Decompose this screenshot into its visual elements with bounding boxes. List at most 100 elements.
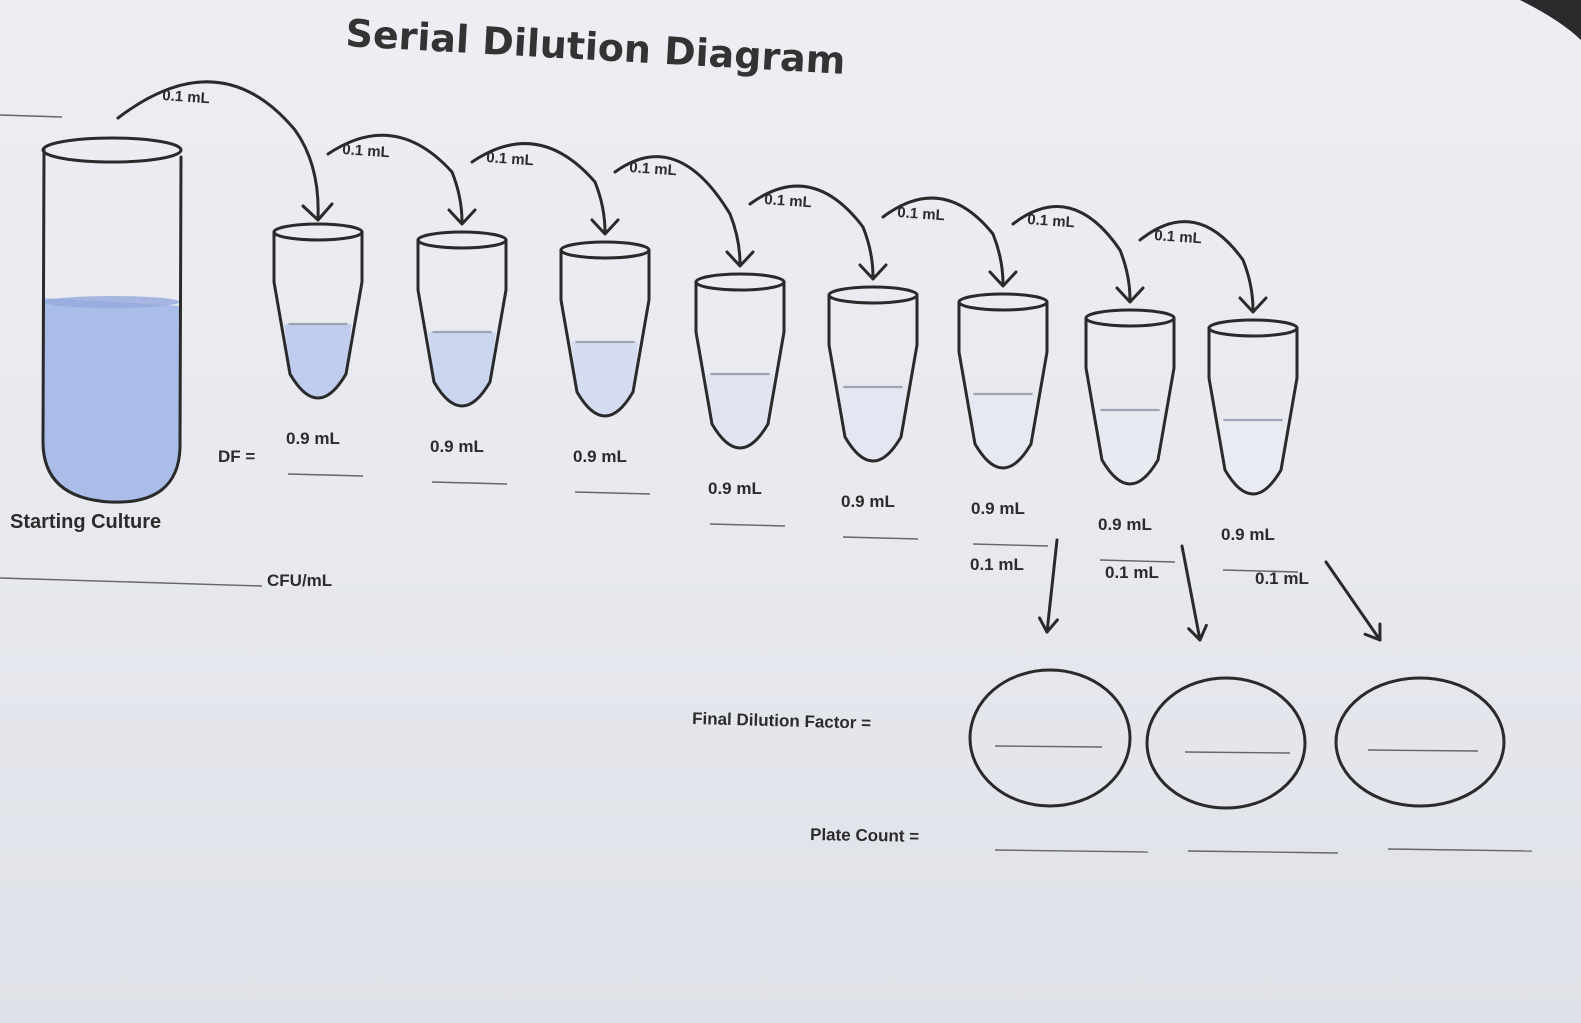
tube-volume-label: 0.9 mL bbox=[1221, 525, 1275, 544]
tube-rim bbox=[416, 230, 508, 250]
plating-arrows: 0.1 mL 0.1 mL 0.1 mL bbox=[970, 538, 1382, 642]
plating-arrow: 0.1 mL bbox=[1105, 544, 1208, 642]
df-label: DF = bbox=[218, 447, 255, 466]
microtube: 0.9 mL bbox=[1207, 318, 1299, 573]
petri-plate bbox=[1145, 676, 1307, 810]
transfer-arrow bbox=[1011, 205, 1132, 302]
transfer-label: 0.1 mL bbox=[764, 191, 813, 211]
transfer-arrow bbox=[613, 155, 742, 266]
final-dilution-factor-label: Final Dilution Factor = bbox=[692, 709, 871, 733]
tube-volume-label: 0.9 mL bbox=[841, 492, 895, 511]
petri-plates bbox=[968, 668, 1506, 810]
plating-arrowhead bbox=[1037, 616, 1059, 634]
transfer-arrowhead bbox=[725, 250, 755, 268]
tube-outline bbox=[694, 280, 786, 450]
transfer-arrowhead-0 bbox=[301, 202, 334, 222]
transfer-label: 0.1 mL bbox=[342, 141, 391, 161]
tube-volume-label: 0.9 mL bbox=[430, 437, 484, 456]
petri-plate-outline bbox=[968, 668, 1132, 808]
transfer-arrowhead bbox=[1115, 286, 1145, 304]
tube-liquid bbox=[706, 374, 774, 448]
dilution-factor-blank bbox=[574, 491, 651, 495]
microtube: 0.9 mL 0.1 mL bbox=[416, 142, 620, 485]
dilution-tubes: 0.9 mL 0.1 mL 0.9 mL 0.1 mL 0.9 mL 0.1 mL 0.9 … bbox=[272, 133, 1299, 573]
transfer-arrow bbox=[326, 133, 464, 224]
transfer-label: 0.1 mL bbox=[486, 149, 535, 169]
tube-liquid bbox=[571, 342, 639, 416]
tube-volume-label: 0.9 mL bbox=[708, 479, 762, 498]
transfer-arrowhead bbox=[1238, 296, 1268, 314]
tube-liquid bbox=[1219, 420, 1287, 494]
microtube: 0.9 mL 0.1 mL bbox=[827, 196, 1018, 540]
transfer-label: 0.1 mL bbox=[1154, 227, 1203, 247]
tube-outline bbox=[272, 230, 364, 400]
tube-outline bbox=[1207, 326, 1299, 496]
petri-plate bbox=[968, 668, 1132, 808]
plating-arrow-shaft bbox=[1045, 538, 1059, 634]
tube-rim bbox=[1207, 318, 1299, 338]
microtube: 0.9 mL 0.1 mL bbox=[272, 133, 477, 477]
transfer-arrowhead bbox=[590, 218, 620, 236]
starting-culture-label: Starting Culture bbox=[10, 511, 161, 533]
transfer-label: 0.1 mL bbox=[897, 204, 946, 224]
petri-plate-outline bbox=[1334, 676, 1506, 808]
tube-outline bbox=[957, 300, 1049, 470]
plating-arrow-shaft bbox=[1180, 544, 1202, 642]
transfer-arrowhead bbox=[858, 263, 888, 281]
plating-arrow-shaft bbox=[1324, 560, 1382, 642]
dilution-factor-blank bbox=[709, 523, 786, 527]
plate-count-blank bbox=[1387, 848, 1533, 852]
starting-culture-meniscus bbox=[44, 296, 180, 308]
cfu-units-label: CFU/mL bbox=[267, 571, 332, 590]
plating-arrow: 0.1 mL bbox=[970, 538, 1059, 634]
starting-culture-tube bbox=[41, 136, 183, 504]
tube-outline bbox=[1084, 316, 1176, 486]
plating-arrowhead bbox=[1363, 622, 1382, 642]
top-left-blank bbox=[0, 114, 63, 118]
plating-transfer-label: 0.1 mL bbox=[1105, 563, 1159, 582]
tube-rim bbox=[559, 240, 651, 260]
plating-arrowhead bbox=[1187, 623, 1208, 642]
petri-plate bbox=[1334, 676, 1506, 808]
transfer-arrow bbox=[748, 184, 875, 279]
plating-transfer-label: 0.1 mL bbox=[1255, 569, 1309, 588]
final-dilution-blank bbox=[1184, 751, 1291, 754]
plate-count-blank bbox=[1187, 850, 1339, 854]
microtube: 0.9 mL 0.1 mL bbox=[694, 184, 888, 527]
transfer-arrow bbox=[881, 196, 1005, 286]
diagram-title: Serial Dilution Diagram bbox=[344, 11, 846, 83]
tube-rim bbox=[1084, 308, 1176, 328]
dilution-factor-blank bbox=[1099, 559, 1176, 563]
tube-liquid bbox=[1096, 410, 1164, 484]
transfer-label-0: 0.1 mL bbox=[162, 87, 211, 107]
starting-culture-liquid bbox=[42, 298, 181, 503]
tube-outline bbox=[559, 248, 651, 418]
tube-liquid bbox=[284, 324, 352, 398]
petri-plate-outline bbox=[1145, 676, 1307, 810]
plating-arrow: 0.1 mL bbox=[1255, 560, 1382, 642]
tube-outline bbox=[827, 293, 919, 463]
plate-count-label: Plate Count = bbox=[810, 825, 919, 846]
transfer-label: 0.1 mL bbox=[629, 159, 678, 179]
transfer-arrowhead bbox=[447, 208, 477, 226]
tube-volume-label: 0.9 mL bbox=[1098, 515, 1152, 534]
tube-volume-label: 0.9 mL bbox=[971, 499, 1025, 518]
transfer-arrow bbox=[1138, 220, 1255, 312]
cfu-blank bbox=[0, 577, 263, 587]
dilution-factor-blank bbox=[972, 543, 1049, 547]
tube-rim bbox=[694, 272, 786, 292]
tube-outline bbox=[416, 238, 508, 408]
tube-rim bbox=[272, 222, 364, 242]
tube-rim bbox=[957, 292, 1049, 312]
tube-rim bbox=[827, 285, 919, 305]
plate-count-blank bbox=[994, 849, 1149, 853]
tube-volume-label: 0.9 mL bbox=[286, 429, 340, 448]
corner-shadow bbox=[1520, 0, 1581, 40]
transfer-arrowhead bbox=[988, 270, 1018, 288]
microtube: 0.9 mL0.1 mL bbox=[559, 155, 755, 495]
final-dilution-blank bbox=[994, 745, 1103, 748]
plating-transfer-label: 0.1 mL bbox=[970, 555, 1024, 574]
final-dilution-blank bbox=[1367, 749, 1479, 752]
